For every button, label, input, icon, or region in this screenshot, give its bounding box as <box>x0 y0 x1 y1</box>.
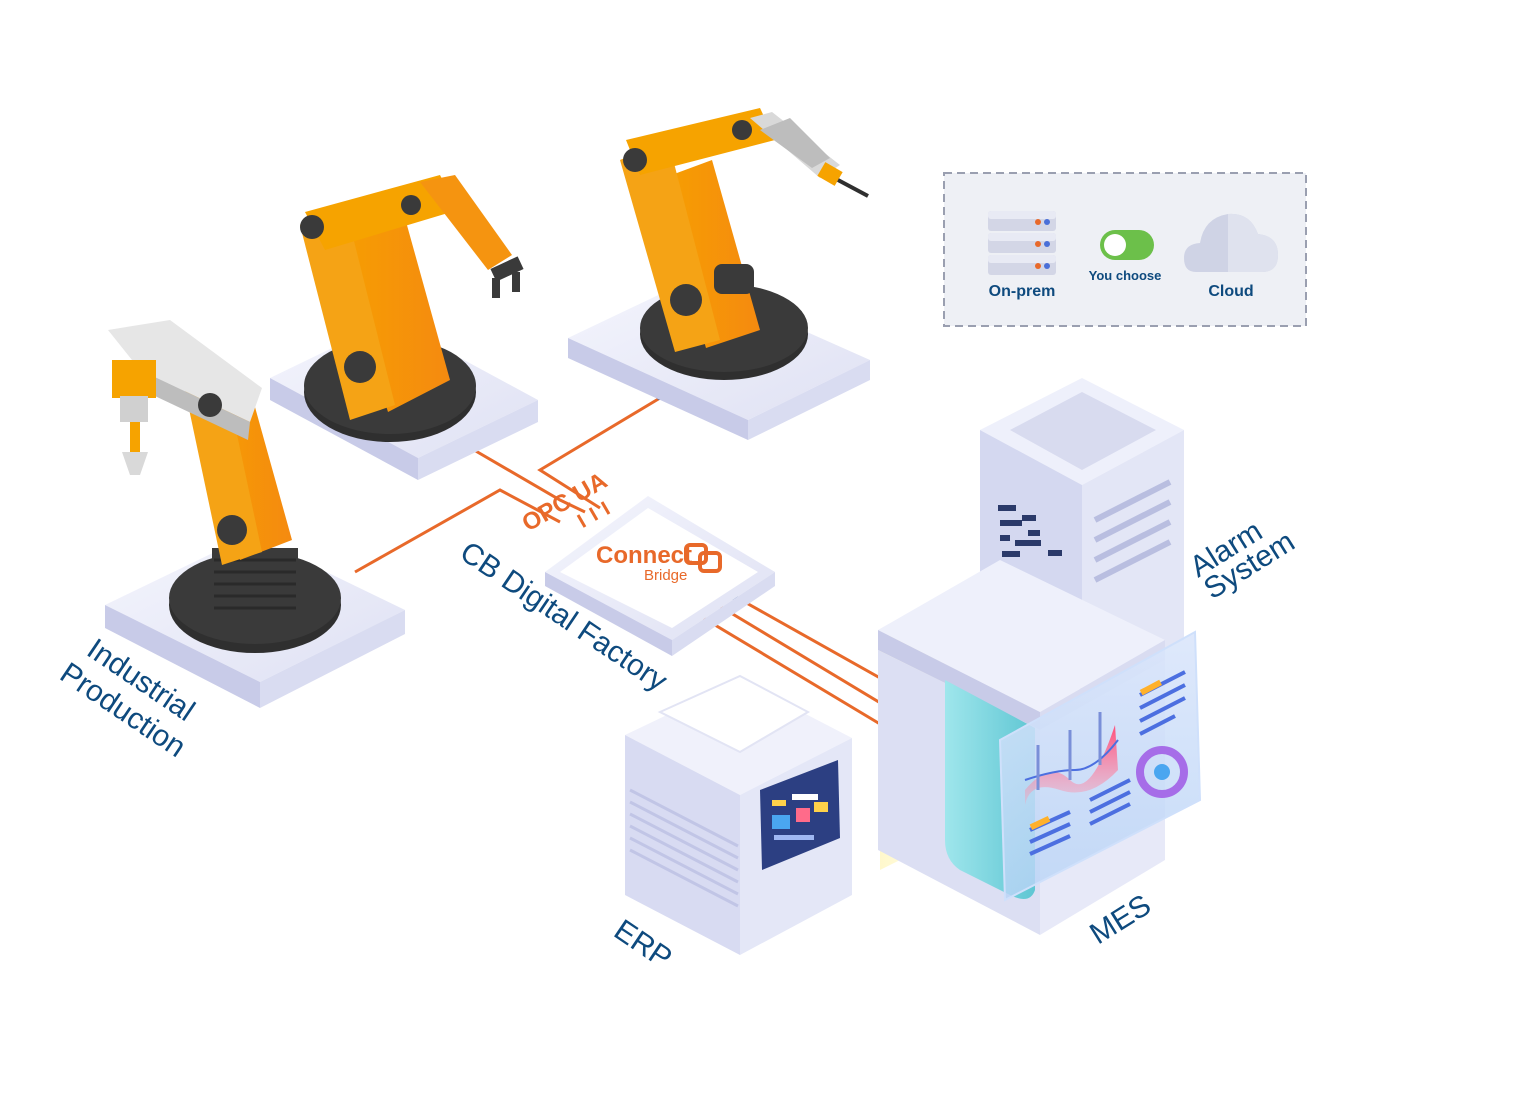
logo-bridge: Bridge <box>644 567 687 584</box>
on-prem-label: On-prem <box>989 283 1056 300</box>
you-choose-label: You choose <box>1089 268 1162 283</box>
logo-connect: Connect <box>596 542 692 569</box>
erp-label: ERP <box>608 913 678 975</box>
mes-dashboard-panel <box>998 630 1202 902</box>
robot-arm-2 <box>300 175 524 442</box>
mes-server <box>878 560 1202 935</box>
cloud-label: Cloud <box>1208 283 1253 300</box>
deployment-toggle[interactable] <box>1100 230 1154 260</box>
cloud-icon <box>1184 213 1278 272</box>
line-robot2-hub <box>461 441 586 514</box>
connect-bridge-logo-icon <box>684 543 722 573</box>
donut-gauge <box>1136 746 1188 798</box>
line-robot3-hub <box>537 396 661 510</box>
line-robot1-hub <box>354 488 561 574</box>
erp-server <box>625 674 852 955</box>
connect-bridge-hub <box>545 496 775 656</box>
robot-arm-3 <box>620 108 869 380</box>
connection-lines <box>354 396 943 742</box>
line-hub-mes-1 <box>694 611 881 726</box>
opc-ua-label: OPC UA <box>518 467 612 537</box>
deployment-options-box <box>943 172 1307 327</box>
server-stack-icon <box>988 211 1056 275</box>
robot-arm-1 <box>108 320 341 653</box>
